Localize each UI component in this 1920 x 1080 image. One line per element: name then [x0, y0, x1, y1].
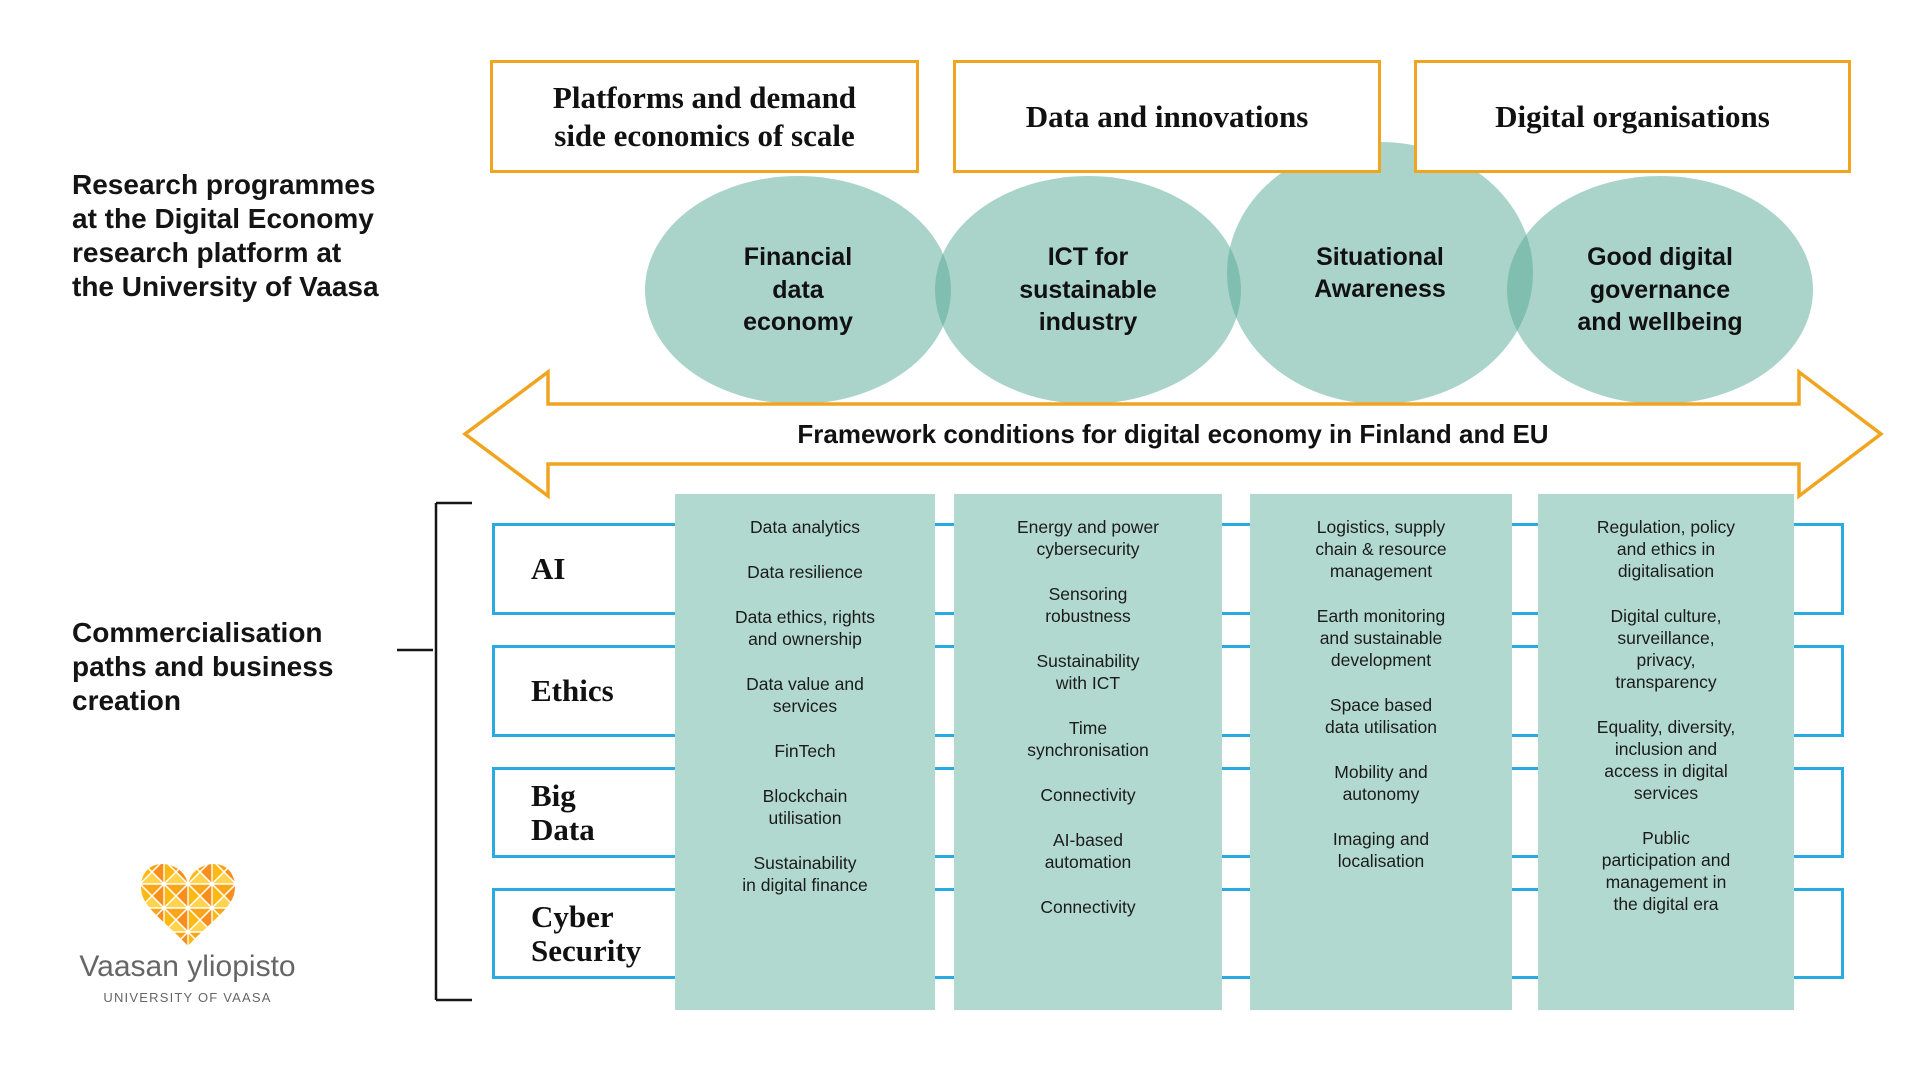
top-box-digital-organisations: Digital organisations: [1414, 60, 1851, 173]
topic-column-situational-awareness: Logistics, supply chain & resource manag…: [1250, 494, 1512, 1010]
topic-item: Time synchronisation: [1027, 718, 1149, 760]
topic-item: Public participation and management in t…: [1601, 828, 1731, 914]
topic-column-ict-sustainable-industry: Energy and power cybersecurity Sensoring…: [954, 494, 1222, 1010]
topic-item: Imaging and localisation: [1332, 829, 1430, 871]
commercialisation-heading: Commercialisation paths and business cre…: [72, 617, 334, 716]
framework-arrow-label: Framework conditions for digital economy…: [797, 419, 1549, 449]
topic-item: Regulation, policy and ethics in digital…: [1596, 517, 1736, 581]
topic-column-good-digital-governance: Regulation, policy and ethics in digital…: [1538, 494, 1794, 1010]
topic-item: Connectivity: [1040, 897, 1136, 917]
topic-item: Sensoring robustness: [1045, 584, 1131, 626]
topic-item: Data value and services: [746, 674, 864, 716]
topic-item: Sustainability with ICT: [1036, 651, 1140, 693]
research-programmes-heading: Research programmes at the Digital Econo…: [72, 169, 379, 302]
topic-column-financial-data-economy: Data analytics Data resilience Data ethi…: [675, 494, 935, 1010]
programme-circle-good-digital-governance: Good digital governance and wellbeing: [1507, 176, 1813, 404]
topic-item: FinTech: [774, 741, 836, 761]
topic-item: AI-based automation: [1044, 830, 1132, 872]
logo-subtitle: UNIVERSITY OF VAASA: [103, 990, 272, 1005]
topic-item: Blockchain utilisation: [762, 786, 848, 828]
logo-title: Vaasan yliopisto: [79, 950, 296, 983]
top-box-platforms-economics: Platforms and demand side economics of s…: [490, 60, 919, 173]
programme-circle-ict-sustainable-industry: ICT for sustainable industry: [935, 176, 1241, 404]
programme-circle-financial-data-economy: Financial data economy: [645, 176, 951, 404]
topic-item: Energy and power cybersecurity: [1016, 517, 1160, 559]
heart-mosaic-icon: [141, 864, 235, 946]
topic-item: Equality, diversity, inclusion and acces…: [1596, 717, 1736, 803]
topic-item: Sustainability in digital finance: [742, 853, 868, 895]
topic-item: Space based data utilisation: [1325, 695, 1437, 737]
topic-item: Mobility and autonomy: [1334, 762, 1428, 804]
topic-item: Data resilience: [747, 562, 863, 582]
topic-item: Logistics, supply chain & resource manag…: [1315, 517, 1447, 581]
topic-item: Data ethics, rights and ownership: [734, 607, 876, 649]
programme-circle-situational-awareness: Situational Awareness: [1227, 142, 1533, 404]
top-box-data-innovations: Data and innovations: [953, 60, 1381, 173]
topic-item: Earth monitoring and sustainable develop…: [1316, 606, 1446, 670]
commercialisation-bracket: [397, 501, 472, 1002]
topic-item: Connectivity: [1040, 785, 1136, 805]
topic-item: Digital culture, surveillance, privacy, …: [1610, 606, 1722, 692]
topic-item: Data analytics: [750, 517, 860, 537]
heart-shape: [141, 864, 235, 946]
